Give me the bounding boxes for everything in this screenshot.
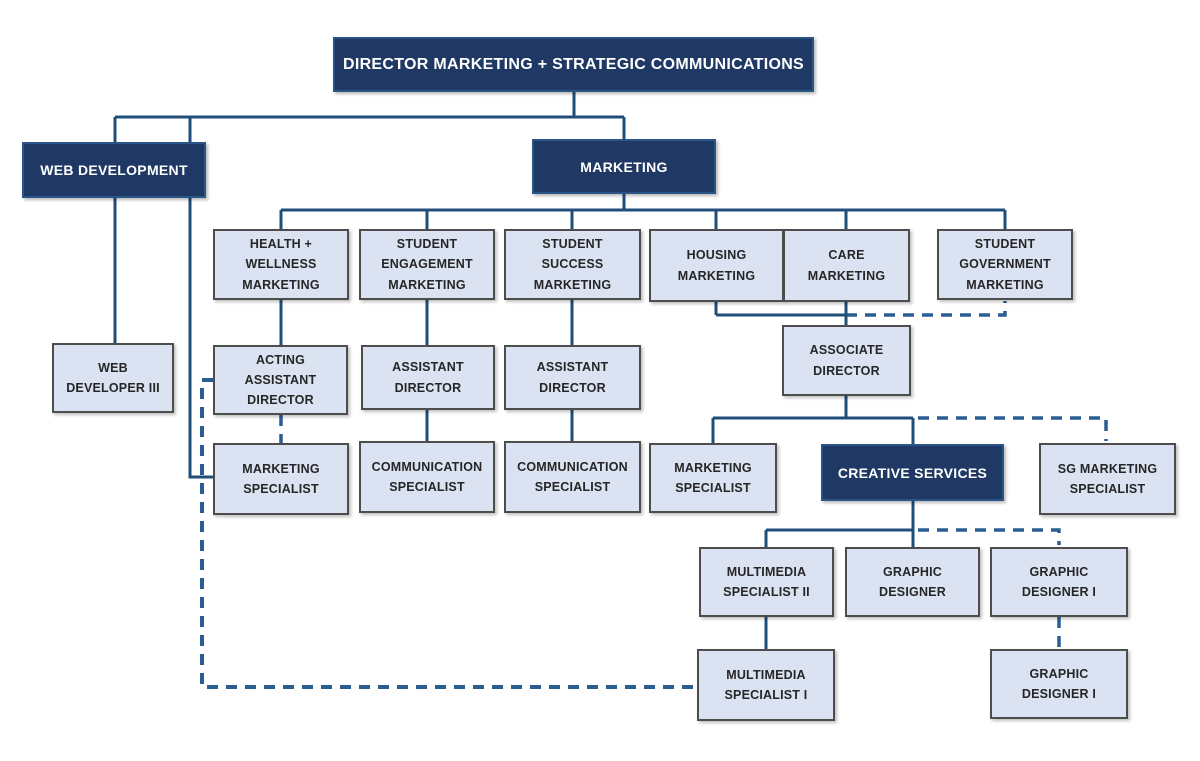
org-node-label: COMMUNICATION SPECIALIST [517, 459, 628, 494]
org-node-label: CREATIVE SERVICES [837, 464, 988, 481]
org-node-care-marketing: CARE MARKETING [783, 229, 910, 302]
org-node-label: MULTIMEDIA SPECIALIST I [724, 667, 808, 702]
connector-acting-ad-to-multimedia-i-dashed [200, 378, 697, 689]
org-node-label: HOUSING MARKETING [677, 248, 756, 283]
org-node-label: COMMUNICATION SPECIALIST [371, 459, 483, 494]
org-node-web-development: WEB DEVELOPMENT [22, 142, 206, 198]
org-node-communication-specialist-2: COMMUNICATION SPECIALIST [504, 441, 641, 513]
org-node-label: ASSISTANT DIRECTOR [392, 360, 464, 395]
org-node-communication-specialist-1: COMMUNICATION SPECIALIST [359, 441, 495, 513]
org-node-student-engagement-marketing: STUDENT ENGAGEMENT MARKETING [359, 229, 495, 300]
org-node-label: GRAPHIC DESIGNER I [1021, 564, 1097, 599]
org-node-housing-marketing: HOUSING MARKETING [649, 229, 784, 302]
org-node-label: GRAPHIC DESIGNER [879, 564, 946, 599]
org-node-label: WEB DEVELOPER III [66, 360, 160, 395]
org-node-label: MARKETING [580, 158, 668, 175]
org-node-graphic-designer: GRAPHIC DESIGNER [845, 547, 980, 617]
connector-feed-graphic-designer-i-dashed [918, 528, 1061, 545]
connector-student-gov-dashed-join [846, 301, 1007, 317]
org-node-label: CARE MARKETING [807, 248, 886, 283]
org-node-label: MARKETING SPECIALIST [242, 461, 320, 496]
org-node-marketing: MARKETING [532, 139, 716, 194]
org-node-label: STUDENT SUCCESS MARKETING [533, 237, 612, 292]
org-node-web-developer-iii: WEB DEVELOPER III [52, 343, 174, 413]
org-node-label: STUDENT ENGAGEMENT MARKETING [381, 237, 473, 292]
org-node-label: ACTING ASSISTANT DIRECTOR [244, 352, 317, 408]
org-node-label: WEB DEVELOPMENT [40, 162, 188, 178]
org-node-marketing-specialist-2: MARKETING SPECIALIST [649, 443, 777, 513]
org-node-graphic-designer-i-2: GRAPHIC DESIGNER I [990, 649, 1128, 719]
org-node-graphic-designer-i-1: GRAPHIC DESIGNER I [990, 547, 1128, 617]
org-node-acting-assistant-director: ACTING ASSISTANT DIRECTOR [213, 345, 348, 415]
connector-feed-sg-marketing-dashed [918, 416, 1108, 441]
org-node-multimedia-specialist-ii: MULTIMEDIA SPECIALIST II [699, 547, 834, 617]
org-node-label: DIRECTOR MARKETING + STRATEGIC COMMUNICA… [342, 55, 805, 73]
org-node-marketing-specialist-1: MARKETING SPECIALIST [213, 443, 349, 515]
org-node-label: HEALTH + WELLNESS MARKETING [242, 237, 320, 292]
org-node-label: ASSISTANT DIRECTOR [536, 360, 609, 395]
org-node-associate-director: ASSOCIATE DIRECTOR [782, 325, 911, 396]
org-node-student-government-marketing: STUDENT GOVERNMENT MARKETING [937, 229, 1073, 300]
org-node-label: ASSOCIATE DIRECTOR [809, 343, 884, 378]
org-node-label: SG MARKETING SPECIALIST [1057, 461, 1158, 496]
org-node-label: MARKETING SPECIALIST [674, 460, 752, 495]
org-node-multimedia-specialist-i: MULTIMEDIA SPECIALIST I [697, 649, 835, 721]
org-node-sg-marketing-specialist: SG MARKETING SPECIALIST [1039, 443, 1176, 515]
org-node-health-wellness-marketing: HEALTH + WELLNESS MARKETING [213, 229, 349, 300]
org-node-director: DIRECTOR MARKETING + STRATEGIC COMMUNICA… [333, 37, 814, 92]
org-node-creative-services: CREATIVE SERVICES [821, 444, 1004, 501]
org-node-assistant-director-2: ASSISTANT DIRECTOR [504, 345, 641, 410]
org-node-label: MULTIMEDIA SPECIALIST II [723, 564, 810, 599]
org-node-student-success-marketing: STUDENT SUCCESS MARKETING [504, 229, 641, 300]
org-node-label: STUDENT GOVERNMENT MARKETING [959, 237, 1051, 292]
org-node-label: GRAPHIC DESIGNER I [1021, 666, 1097, 701]
org-node-assistant-director-1: ASSISTANT DIRECTOR [361, 345, 495, 410]
connector-left-column-to-marketing-specialist [188, 117, 213, 479]
